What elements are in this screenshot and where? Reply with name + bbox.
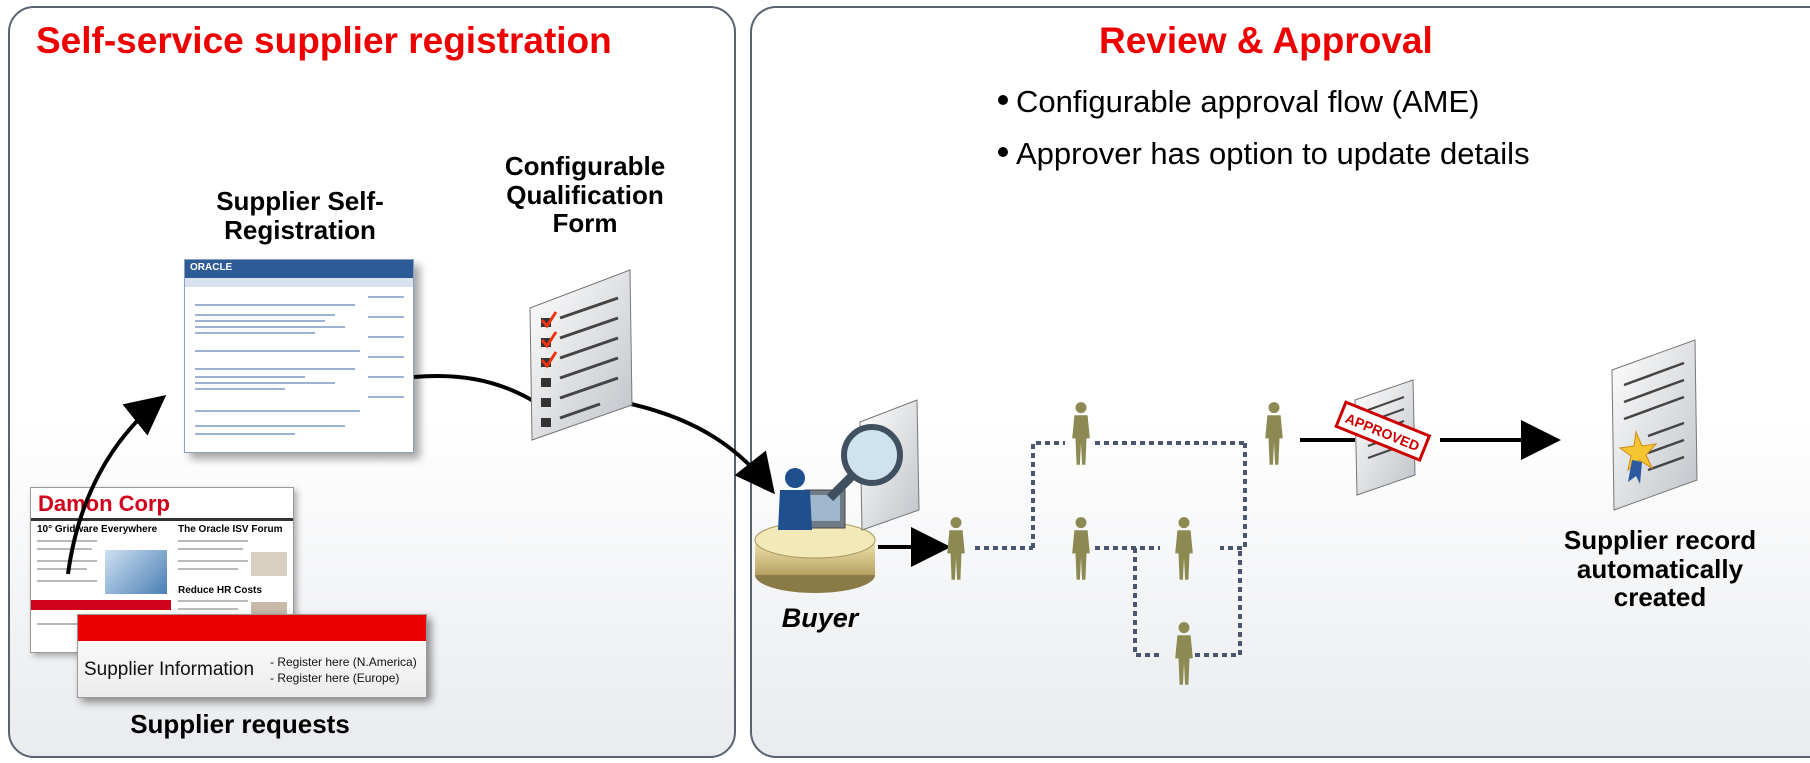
screenshot-row [195, 410, 360, 412]
register-eu-link[interactable]: - Register here (Europe) [270, 671, 400, 685]
oracle-logo: ORACLE [190, 262, 233, 273]
bullet-approver-update: Approver has option to update details [998, 136, 1530, 172]
screenshot-row [195, 350, 360, 352]
bullet-approval-flow: Configurable approval flow (AME) [998, 84, 1480, 120]
supplier-requests-label: Supplier requests [130, 709, 350, 739]
record-label-line3: created [1613, 582, 1707, 613]
damon-corp-title: Damon Corp [38, 491, 170, 516]
damon-text-line [178, 560, 248, 562]
damon-text-line [178, 608, 238, 610]
left-panel-title: Self-service supplier registration [36, 20, 612, 61]
damon-text-line [178, 540, 248, 542]
approver-figure [1175, 517, 1193, 580]
damon-red-bar [31, 600, 171, 610]
damon-text-line [37, 540, 97, 542]
damon-photo [251, 552, 287, 576]
qualification-label-line3: Form [552, 208, 618, 239]
self-registration-label: Supplier Self- Registration [170, 187, 430, 244]
damon-text-line [37, 568, 87, 570]
approver-figure [1072, 402, 1090, 465]
approval-routing-lines [975, 441, 1247, 657]
damon-text-line [178, 568, 238, 570]
approver-figure [1072, 517, 1090, 580]
bullet-text: Approver has option to update details [1016, 136, 1530, 171]
arrow-to-buyer [630, 402, 775, 495]
screenshot-row [195, 382, 335, 384]
supplier-info-zoom: Supplier Information - Register here (N.… [77, 614, 427, 698]
damon-text-line [178, 600, 248, 602]
connector-registration-form [413, 374, 542, 407]
screenshot-row [195, 388, 285, 390]
self-registration-screenshot: ORACLE [184, 259, 414, 453]
buyer-workstation-icon [754, 399, 920, 593]
screenshot-row [195, 368, 355, 370]
screenshot-side-row [368, 376, 404, 378]
approved-document-icon: APPROVED [1334, 379, 1432, 496]
arrow-to-registration [66, 394, 167, 575]
screenshot-row [195, 376, 305, 378]
damon-headline-left: 10° Gridware Everywhere [37, 524, 158, 535]
supplier-record-label: Supplier record automatically created [1530, 526, 1790, 612]
damon-nav-bar [31, 518, 293, 521]
bullet-dot-icon [998, 94, 1008, 105]
screenshot-side-row [368, 396, 404, 398]
screenshot-header-bar [185, 260, 413, 278]
screenshot-row [195, 433, 295, 435]
qualification-form-label: Configurable Qualification Form [470, 152, 700, 238]
approver-figure [947, 517, 965, 580]
damon-text-line [37, 623, 77, 625]
damon-headline-right: The Oracle ISV Forum [178, 524, 283, 535]
bullet-text: Configurable approval flow (AME) [1016, 84, 1480, 119]
supplier-record-icon [1611, 339, 1698, 511]
screenshot-side-row [368, 356, 404, 358]
damon-headline-right-2: Reduce HR Costs [178, 585, 262, 596]
damon-text-line [37, 548, 92, 550]
record-label-line1: Supplier record [1563, 525, 1757, 555]
damon-feature-image [105, 550, 167, 594]
screenshot-row [195, 326, 345, 328]
screenshot-side-row [368, 316, 404, 318]
supplier-info-red-bar [78, 615, 426, 641]
approver-figure [1175, 622, 1193, 685]
screenshot-row [195, 332, 315, 334]
screenshot-row [195, 425, 345, 427]
bullet-dot-icon [998, 146, 1008, 157]
screenshot-side-row [368, 296, 404, 298]
damon-text-line [178, 548, 243, 550]
register-na-link[interactable]: - Register here (N.America) [270, 655, 417, 669]
qualification-form-icon [529, 269, 633, 441]
right-panel-title: Review & Approval [1099, 20, 1433, 61]
screenshot-row [195, 314, 335, 316]
supplier-info-label: Supplier Information [84, 659, 255, 680]
qualification-label-line1: Configurable [504, 151, 666, 181]
damon-text-line [37, 580, 97, 582]
damon-text-line [37, 560, 97, 562]
screenshot-row [195, 304, 355, 306]
screenshot-side-row [368, 336, 404, 338]
qualification-label-line2: Qualification [506, 179, 664, 210]
screenshot-row [195, 320, 325, 322]
self-registration-label-line1: Supplier Self- [216, 186, 384, 216]
approver-figure [1265, 402, 1283, 465]
record-label-line2: automatically [1576, 553, 1744, 584]
screenshot-tabs [185, 278, 413, 287]
self-registration-label-line2: Registration [224, 214, 376, 245]
buyer-label: Buyer [781, 603, 859, 633]
